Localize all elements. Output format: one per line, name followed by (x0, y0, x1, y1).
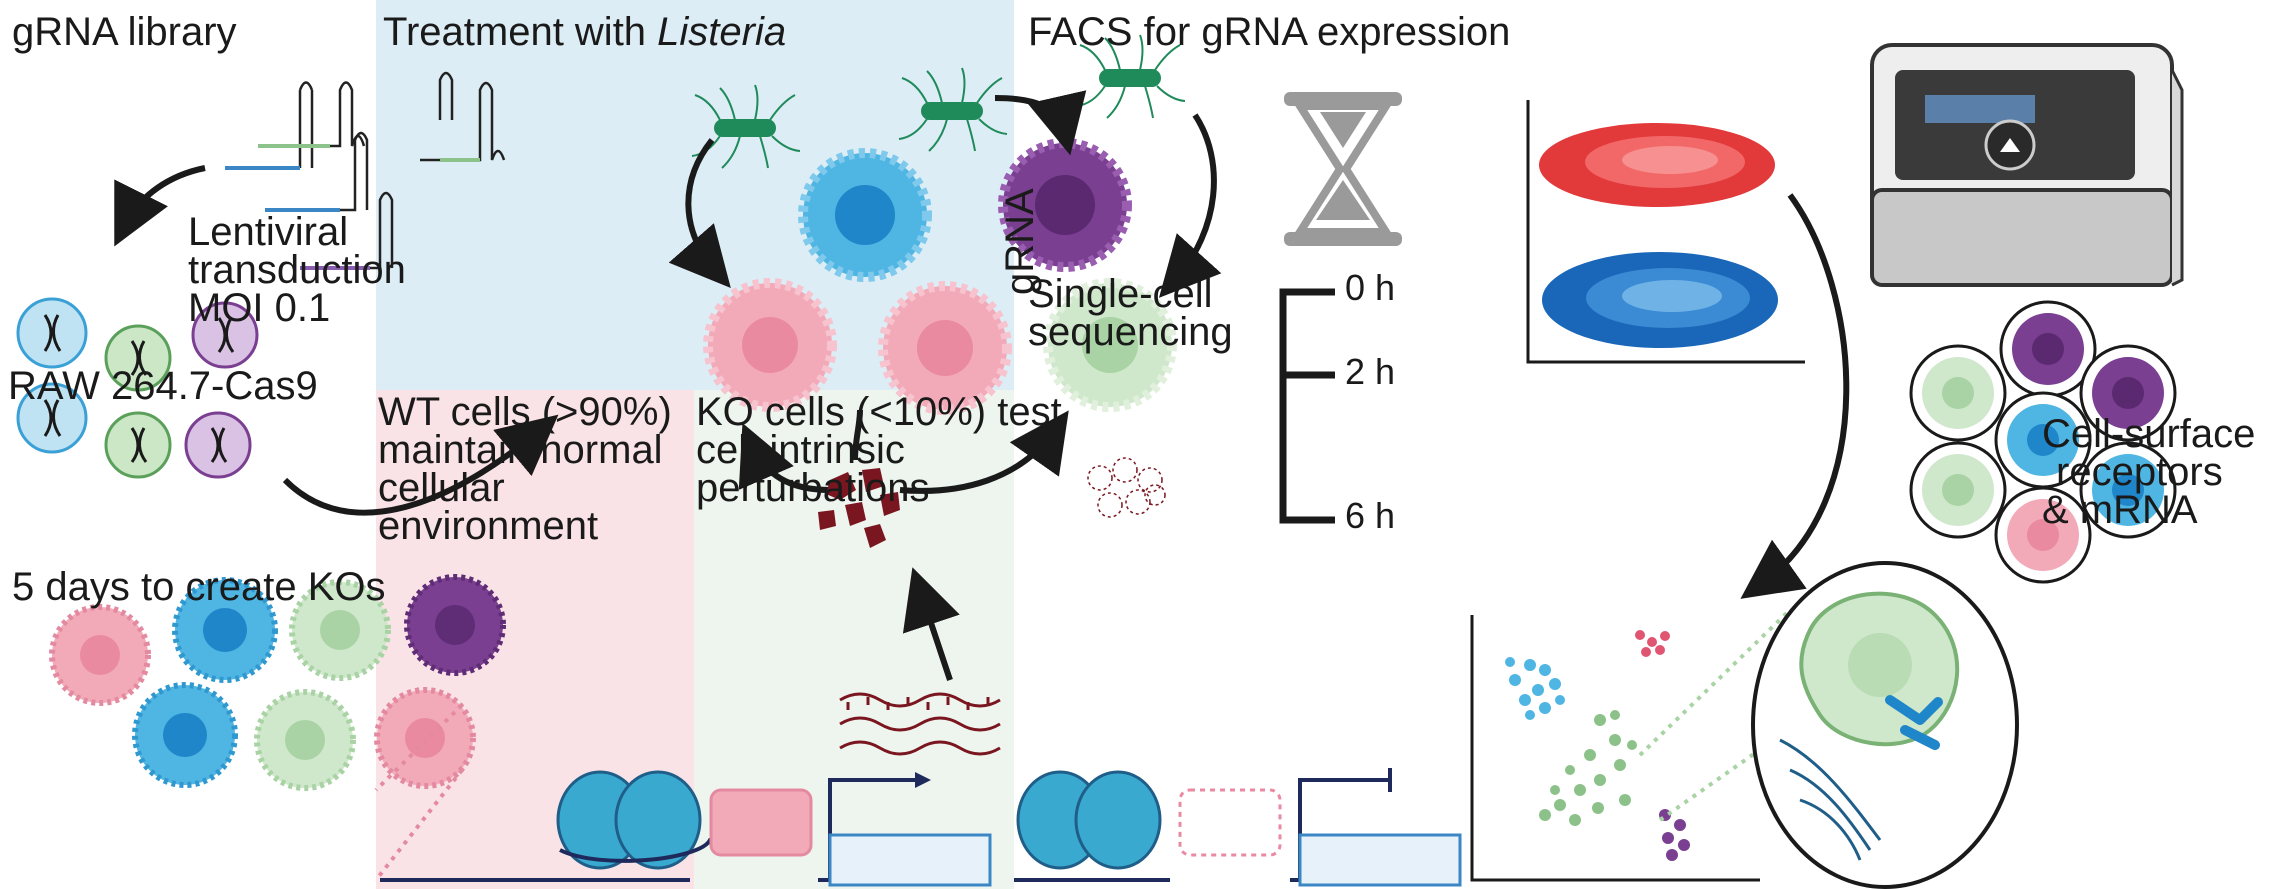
transduction-line-3: MOI 0.1 (188, 286, 331, 330)
mrna-waves (839, 692, 1001, 756)
readout-line-3: & mRNA (2042, 488, 2198, 532)
cell-line-label: RAW 264.7-Cas9 (8, 364, 318, 408)
timepoint-0h: 0 h (1345, 267, 1396, 308)
transduction-line-2: transduction (188, 248, 406, 292)
facs-machine-icon (1870, 43, 2184, 287)
facs-plot (1526, 100, 1805, 364)
zoom-lines-right (1638, 608, 1797, 822)
treatment-title-prefix: Treatment with (383, 10, 658, 54)
grna-hairpins (225, 71, 506, 270)
ko-gene-locus (1014, 768, 1462, 887)
sequencing-line-1: Single-cell (1028, 272, 1213, 316)
treatment-title-organism: Listeria (657, 10, 787, 54)
facs-title: FACS for gRNA expression (1028, 10, 1511, 54)
hourglass-icon (1284, 92, 1402, 246)
timeline-bracket (1279, 288, 1335, 524)
arrow-to-treatment (282, 414, 559, 516)
wt-gene-locus (380, 770, 992, 887)
wt-line-1: WT cells (>90%) (378, 390, 672, 434)
wt-line-2: maintain normal (378, 428, 663, 472)
arrow-library-to-virus (114, 165, 206, 247)
zoom-lines-left (374, 703, 464, 882)
wt-line-4: environment (378, 504, 599, 548)
readout-line-2: receptors (2056, 450, 2223, 494)
transduction-line-1: Lentiviral (188, 210, 349, 254)
empty-debris (1087, 457, 1166, 518)
timepoint-2h: 2 h (1345, 351, 1396, 392)
ko-line-1: KO cells (<10%) test (696, 390, 1062, 434)
sequencing-line-2: sequencing (1028, 310, 1233, 354)
umap-plot (1470, 615, 1760, 882)
ko-line-3: perturbations (696, 466, 930, 510)
lentivirus-group (16, 297, 259, 479)
sorted-cells (1909, 300, 2177, 584)
treatment-macrophages (703, 138, 1177, 415)
arrow-facs-to-sequencing (1740, 193, 1850, 599)
treatment-title: Treatment with Listeria (383, 10, 786, 55)
ko-line-2: cell-intrinsic (696, 428, 905, 472)
readout-line-1: Cell-surface (2042, 412, 2256, 456)
ko-time-label: 5 days to create KOs (12, 565, 386, 609)
wt-line-3: cellular (378, 466, 505, 510)
cell-debris (818, 468, 900, 548)
zoomed-cell (1751, 561, 2019, 889)
timepoint-6h: 6 h (1345, 495, 1396, 536)
infection-arrows (668, 90, 1222, 681)
listeria-bacteria (691, 34, 1186, 169)
raw-cell-population (49, 574, 506, 791)
grna-library-title: gRNA library (12, 10, 237, 54)
